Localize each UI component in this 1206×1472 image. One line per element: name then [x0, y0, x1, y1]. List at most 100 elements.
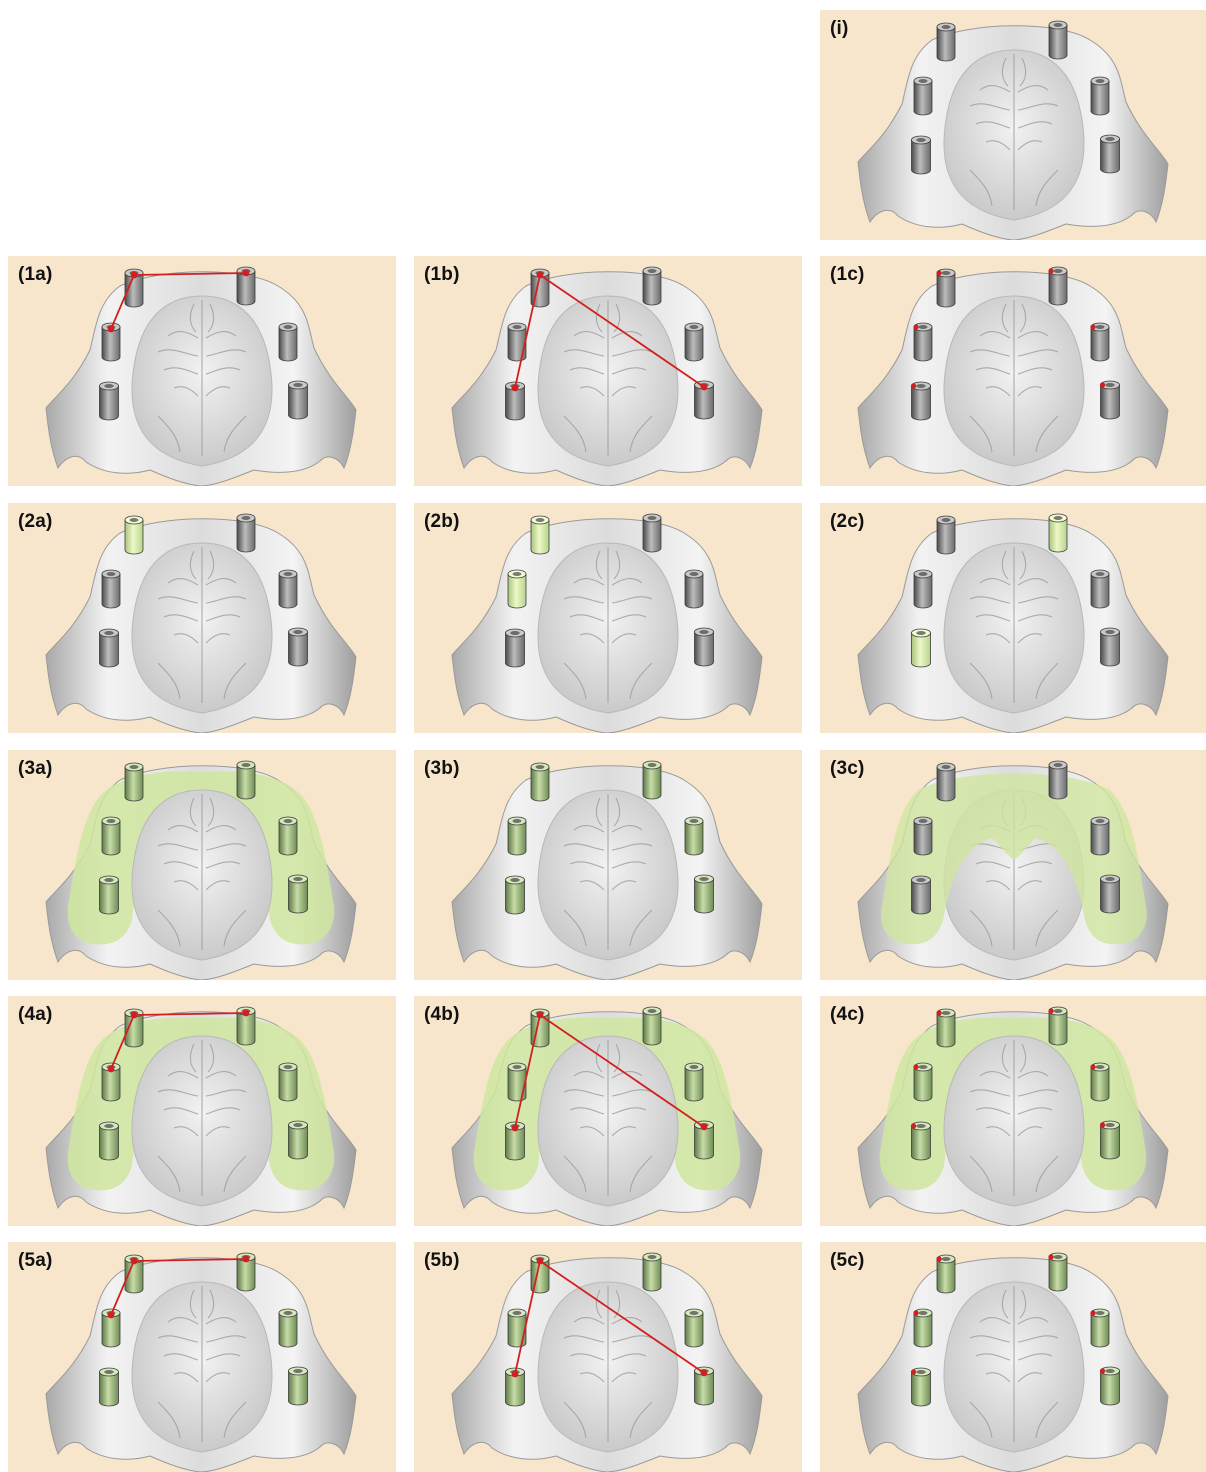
measurement-point [701, 1124, 708, 1131]
model-render [414, 750, 802, 980]
abutment-3-gray [506, 629, 525, 667]
panel-i: (i) [820, 10, 1206, 240]
panel-label: (5c) [830, 1250, 865, 1272]
abutment-5-gray [1091, 570, 1109, 608]
measurement-point [911, 383, 916, 388]
abutment-6-green [289, 1121, 308, 1159]
measurement-point [1048, 268, 1053, 273]
abutment-5-green [279, 817, 297, 855]
panel-label: (3b) [424, 758, 460, 780]
abutment-4-gray [643, 514, 661, 552]
abutment-1-gray [937, 763, 955, 801]
abutment-4-hl [1049, 514, 1067, 552]
panel-label: (3a) [18, 758, 53, 780]
measurement-point [243, 270, 250, 277]
panel-2c: (2c) [820, 503, 1206, 733]
abutment-2-green [508, 1309, 526, 1347]
panel-3a: (3a) [8, 750, 396, 980]
abutment-6-gray [1101, 135, 1120, 173]
abutment-4-gray [1049, 761, 1067, 799]
abutment-5-green [279, 1063, 297, 1101]
panel-5b: (5b) [414, 1242, 802, 1472]
abutment-3-gray [912, 136, 931, 174]
measurement-point [936, 1010, 941, 1015]
panel-label: (2a) [18, 511, 53, 533]
measurement-point [1048, 1008, 1053, 1013]
abutment-2-gray [508, 323, 526, 361]
model-render [8, 1242, 396, 1472]
model-render [820, 256, 1206, 486]
model-render [820, 503, 1206, 733]
abutment-1-gray [937, 23, 955, 61]
maxillary-model [452, 1012, 762, 1226]
maxillary-model [452, 1258, 762, 1472]
abutment-6-green [289, 875, 308, 913]
panel-label: (2c) [830, 511, 865, 533]
panel-label: (1c) [830, 264, 865, 286]
measurement-point [701, 1370, 708, 1377]
measurement-point [243, 1256, 250, 1263]
panel-4b: (4b) [414, 996, 802, 1226]
abutment-2-green [102, 817, 120, 855]
abutment-2-hl [508, 570, 526, 608]
maxillary-model [46, 272, 356, 486]
abutment-3-green [100, 876, 119, 914]
measurement-point [701, 384, 708, 391]
measurement-point [537, 1258, 544, 1265]
panel-label: (4b) [424, 1004, 460, 1026]
measurement-point [108, 1066, 115, 1073]
abutment-2-gray [914, 817, 932, 855]
measurement-point [911, 1369, 916, 1374]
panel-label: (3c) [830, 758, 865, 780]
model-render [8, 750, 396, 980]
abutment-6-gray [289, 628, 308, 666]
panel-label: (1b) [424, 264, 460, 286]
panel-5c: (5c) [820, 1242, 1206, 1472]
model-render [414, 256, 802, 486]
abutment-5-gray [1091, 77, 1109, 115]
abutment-2-green [508, 817, 526, 855]
measurement-point [1090, 1064, 1095, 1069]
abutment-3-gray [100, 382, 119, 420]
panel-3c: (3c) [820, 750, 1206, 980]
measurement-point [512, 1371, 519, 1378]
maxillary-model [452, 272, 762, 486]
abutment-6-green [289, 1367, 308, 1405]
panel-1a: (1a) [8, 256, 396, 486]
abutment-5-gray [279, 570, 297, 608]
panel-3b: (3b) [414, 750, 802, 980]
model-render [820, 1242, 1206, 1472]
model-render [820, 996, 1206, 1226]
measurement-point [537, 272, 544, 279]
maxillary-model [858, 1012, 1168, 1226]
measurement-point [131, 1258, 138, 1265]
model-render [820, 750, 1206, 980]
abutment-1-hl [125, 516, 143, 554]
abutment-3-hl [912, 629, 931, 667]
measurement-point [108, 1312, 115, 1319]
abutment-4-gray [237, 514, 255, 552]
abutment-5-gray [279, 323, 297, 361]
abutment-6-green [695, 875, 714, 913]
panel-label: (4a) [18, 1004, 53, 1026]
abutment-4-gray [1049, 21, 1067, 59]
abutment-2-gray [102, 570, 120, 608]
maxillary-model [858, 519, 1168, 733]
maxillary-model [452, 519, 762, 733]
measurement-point [936, 270, 941, 275]
panel-4c: (4c) [820, 996, 1206, 1226]
measurement-point [243, 1010, 250, 1017]
abutment-1-hl [531, 516, 549, 554]
panel-label: (i) [830, 18, 849, 40]
maxillary-model [46, 519, 356, 733]
abutment-3-gray [912, 876, 931, 914]
abutment-5-green [685, 1063, 703, 1101]
measurement-point [1100, 382, 1105, 387]
measurement-point [936, 1256, 941, 1261]
measurement-point [512, 385, 519, 392]
abutment-4-gray [643, 267, 661, 305]
model-render [8, 256, 396, 486]
measurement-point [1100, 1122, 1105, 1127]
abutment-5-green [279, 1309, 297, 1347]
measurement-point [1090, 1310, 1095, 1315]
